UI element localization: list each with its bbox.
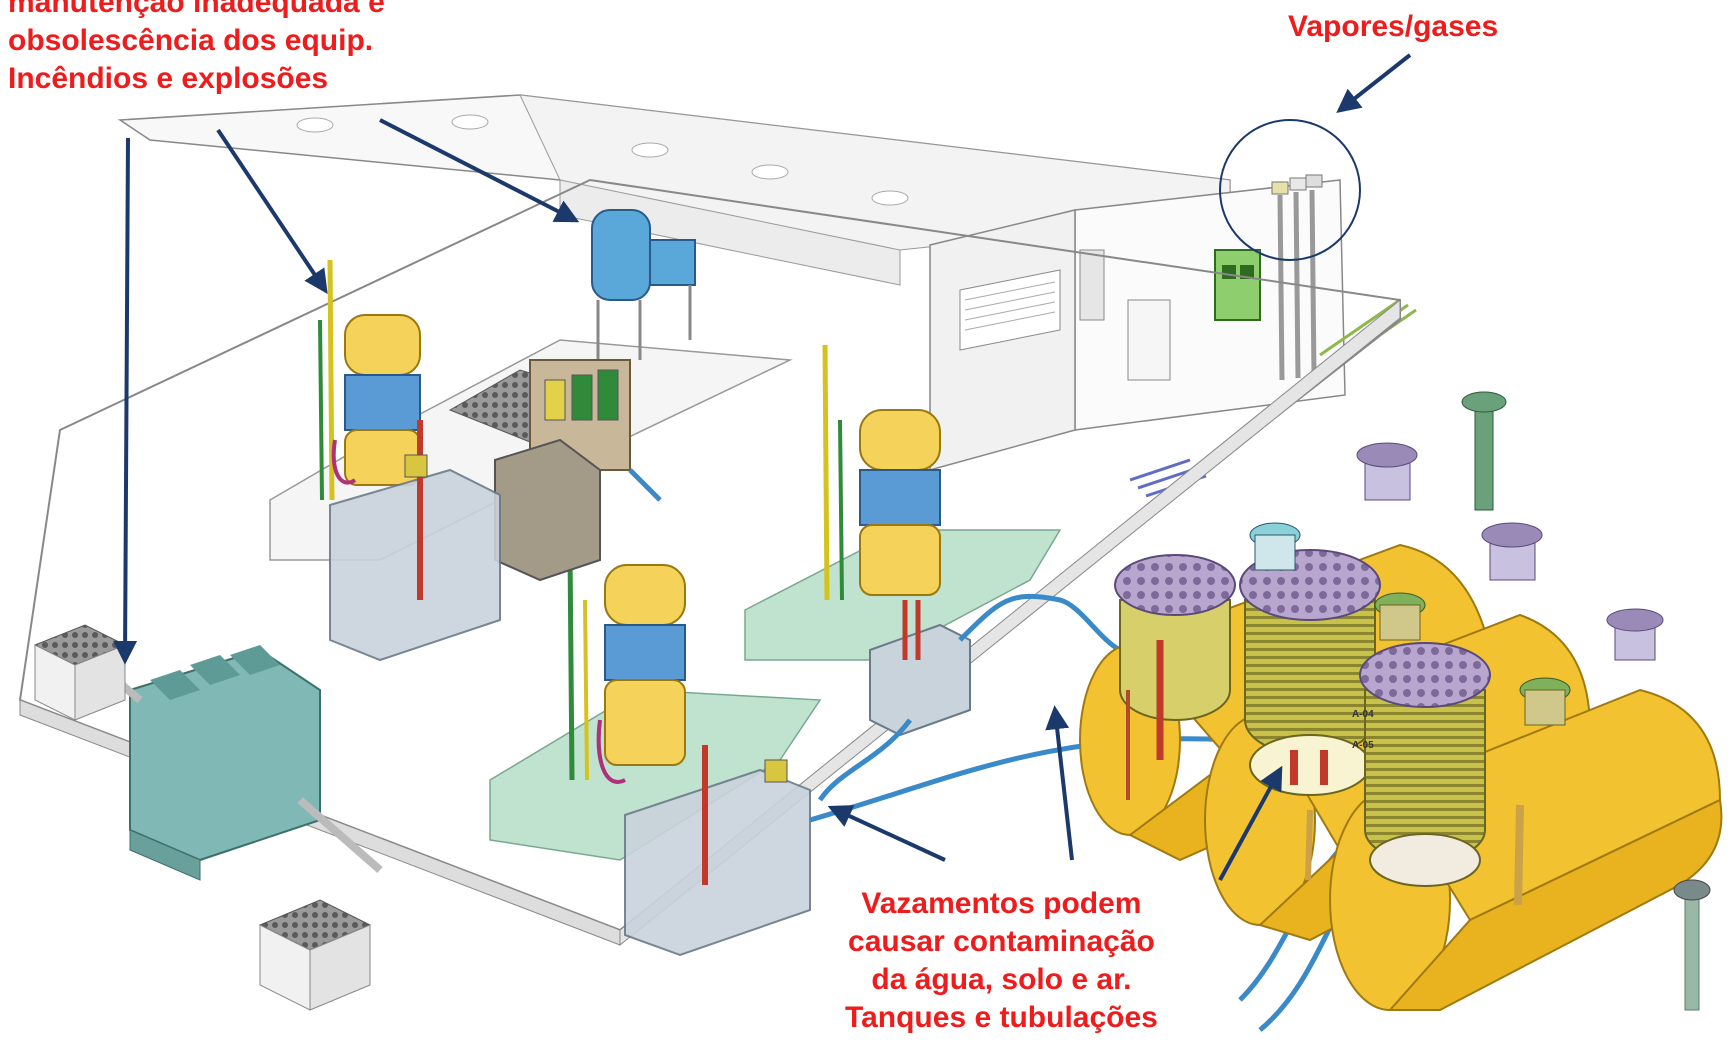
risk-label-line: Vapores/gases <box>1288 10 1499 43</box>
canopy-roof <box>117 94 1231 286</box>
arrow-to-inspection-box <box>113 137 138 665</box>
risk-label-line: causar contaminação <box>848 925 1155 958</box>
arrow-to-tank-sump <box>1218 765 1283 881</box>
inspection-box-1 <box>33 624 127 721</box>
tank-tag-a05: A-05 <box>1352 740 1374 751</box>
risk-label-line: da água, solo e ar. <box>871 963 1132 996</box>
arrow-to-sump-box-2 <box>827 805 946 862</box>
risk-label-line: Incêndios e explosões <box>8 62 329 95</box>
sump-box-3 <box>869 600 971 737</box>
risk-label-line: Vazamentos podem <box>861 887 1142 920</box>
tank-tag-a04: A-04 <box>1352 709 1374 720</box>
arrow-to-vapor-circle <box>1336 53 1412 113</box>
fuel-dispenser-3 <box>822 344 941 601</box>
spill-containers <box>1356 391 1711 1011</box>
oil-water-separator <box>77 645 383 881</box>
arrow-to-tank-pipe <box>1045 705 1074 861</box>
tank-sump-3 <box>1359 642 1491 887</box>
risk-label-line: manutenção inadequada e <box>8 0 385 19</box>
risk-label-line: Tanques e tubulações <box>845 1001 1158 1034</box>
arrow-to-dispenser-1 <box>216 128 328 294</box>
tank-probes <box>1126 690 1524 906</box>
risk-label-vapors: Vapores/gases <box>1288 8 1498 46</box>
tank-sump-1 <box>1114 554 1236 760</box>
fuel-dispenser-1 <box>318 259 421 501</box>
fuel-dispenser-2 <box>567 549 686 784</box>
water-tank <box>591 209 696 360</box>
inspection-box-2 <box>258 899 372 1011</box>
tank-sump-2 <box>1239 549 1381 796</box>
risk-label-leaks: Vazamentos podem causar contaminação da … <box>845 885 1158 1037</box>
arrow-to-water-tank <box>379 118 580 223</box>
sump-box-2 <box>624 745 811 957</box>
sump-box-1 <box>329 420 501 662</box>
convenience-building <box>929 174 1417 498</box>
vapor-highlight-circle <box>1219 119 1361 261</box>
filler-area <box>448 359 631 582</box>
risk-label-fire-explosion: manutenção inadequada e obsolescência do… <box>8 0 385 98</box>
risk-label-line: obsolescência dos equip. <box>8 24 374 57</box>
arrows <box>113 53 1412 881</box>
electrical-panel <box>1214 249 1261 321</box>
small-sumps <box>1249 522 1571 726</box>
